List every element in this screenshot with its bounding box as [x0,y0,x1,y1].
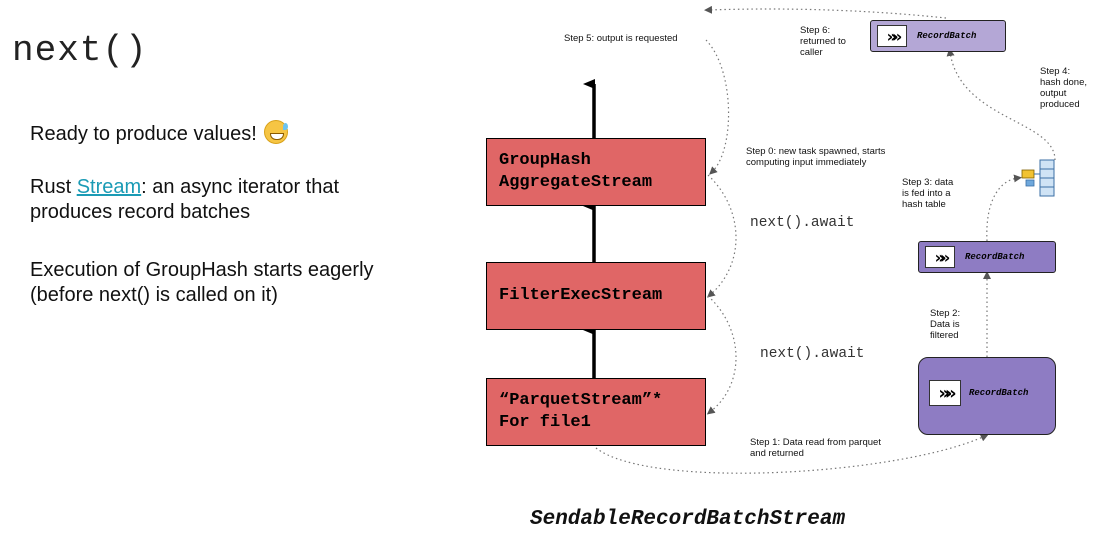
record-batch-label: RecordBatch [969,388,1029,398]
filter-exec-stream-box: FilterExecStream [486,262,706,330]
chevron-forward-icon: »» [929,380,961,406]
chevron-forward-icon: »» [925,246,955,268]
step5-note: Step 5: output is requested [564,33,678,44]
step1-note: Step 1: Data read from parquet and retur… [750,437,881,459]
hash-table-icon [1021,159,1055,197]
bullet-eager-execution: Execution of GroupHash starts eagerly (b… [30,259,374,306]
grinning-sweat-emoji-icon [264,120,289,144]
bullet-rust-prefix: Rust [30,176,77,198]
step0-note: Step 0: new task spawned, starts computi… [746,146,886,168]
slide-title: next() [12,30,148,71]
dotted-step1-parquet-to-batch [595,434,989,474]
bullet-rust-suffix: : an async iterator that produces record… [30,176,340,223]
grouphash-aggregate-stream-box: GroupHash AggregateStream [486,138,706,206]
step2-note: Step 2: Data is filtered [930,308,961,341]
dotted-step4-output [946,48,1056,161]
dotted-await-lower [706,295,737,415]
await-label-upper: next().await [750,215,855,231]
record-batch-from-parquet: »» RecordBatch [918,357,1056,435]
step3-note: Step 3: data is fed into a hash table [902,177,954,210]
bullet-ready: Ready to produce values! [30,120,289,147]
diagram-caption: SendableRecordBatchStream [530,508,846,531]
record-batch-label: RecordBatch [965,252,1025,262]
dotted-await-upper [706,174,737,298]
dotted-step3-hash [986,174,1022,242]
bullet-ready-text: Ready to produce values! [30,123,257,145]
parquet-stream-box: “ParquetStream”* For file1 [486,378,706,446]
bullet-rust-stream: Rust Stream: an async iterator that prod… [30,175,410,225]
await-label-lower: next().await [760,346,865,362]
dotted-return-to-caller [704,5,947,19]
chevron-forward-icon: »» [877,25,907,47]
record-batch-returned: »» RecordBatch [870,20,1006,52]
step6-note: Step 6: returned to caller [800,25,846,58]
step4-note: Step 4: hash done, output produced [1040,66,1088,110]
dotted-step5-request [705,39,730,175]
record-batch-label: RecordBatch [917,31,977,41]
record-batch-filtered: »» RecordBatch [918,241,1056,273]
stream-link[interactable]: Stream [76,176,142,198]
